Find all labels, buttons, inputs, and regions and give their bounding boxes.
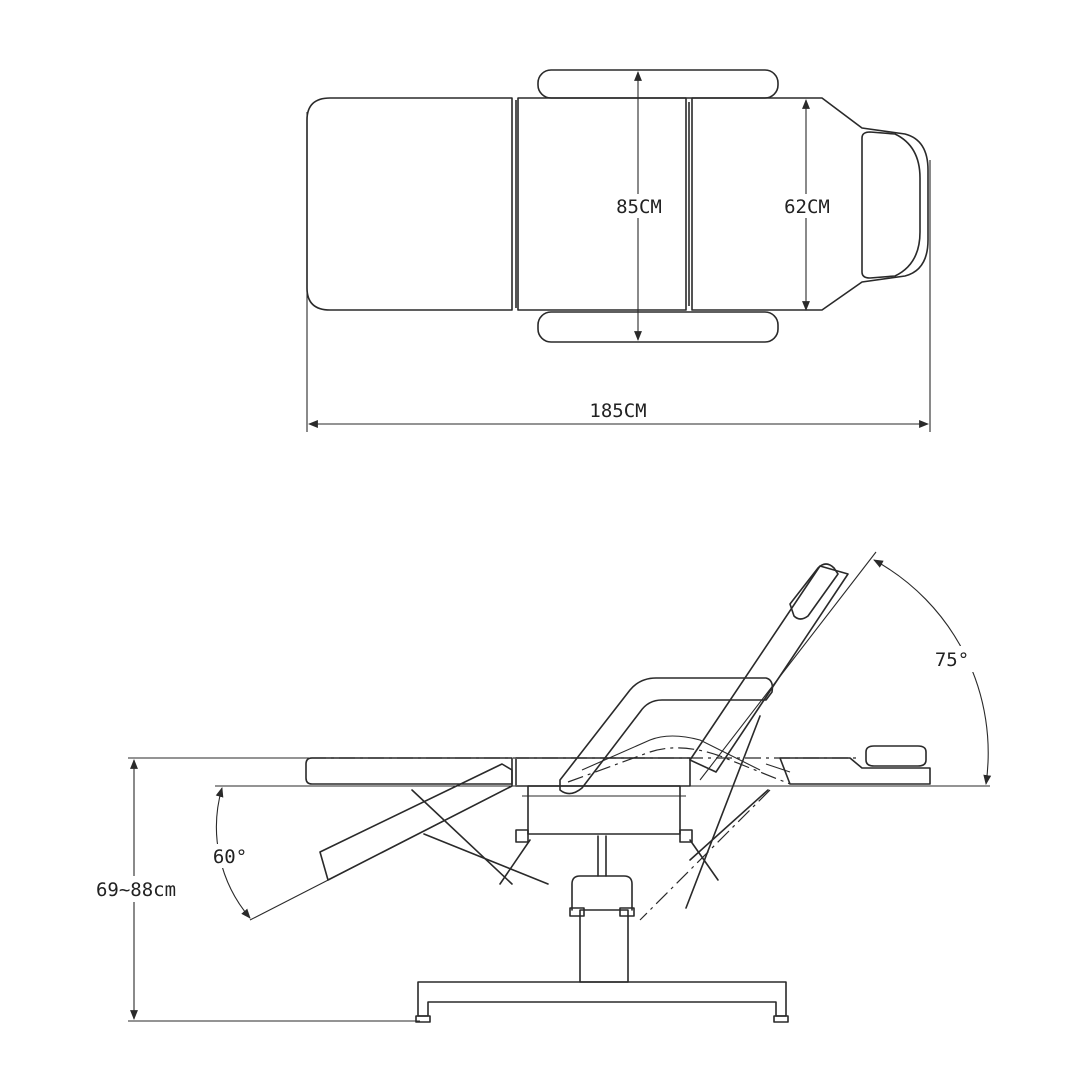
side-leg-lowered — [319, 763, 513, 881]
side-headrest-raised — [789, 563, 839, 620]
top-headrest — [861, 131, 921, 279]
side-base — [417, 981, 787, 1017]
dim-leg-angle-label: 60° — [213, 846, 247, 868]
dim-length-label: 185CM — [589, 400, 646, 422]
side-view: 69~88cm 60° 75° — [86, 551, 992, 1023]
side-column — [579, 909, 629, 983]
side-seat — [515, 757, 691, 787]
top-armrest-lower — [537, 311, 779, 343]
side-backrest-raised — [689, 565, 849, 773]
top-armrest-upper — [537, 69, 779, 99]
side-headrest-flat — [865, 745, 927, 767]
side-armrest — [559, 677, 774, 795]
dim-width-label: 85CM — [616, 196, 662, 218]
top-back-section — [691, 97, 929, 311]
top-view: 85CM 62CM 185CM — [306, 69, 931, 432]
dim-height-label: 69~88cm — [96, 879, 176, 901]
side-leg-flat — [305, 757, 513, 785]
side-seat-frame — [527, 785, 681, 835]
dim-back-angle-label: 75° — [935, 649, 969, 671]
side-back-flat — [779, 757, 931, 785]
dim-head-width-label: 62CM — [784, 196, 830, 218]
top-leg-section — [306, 97, 513, 311]
